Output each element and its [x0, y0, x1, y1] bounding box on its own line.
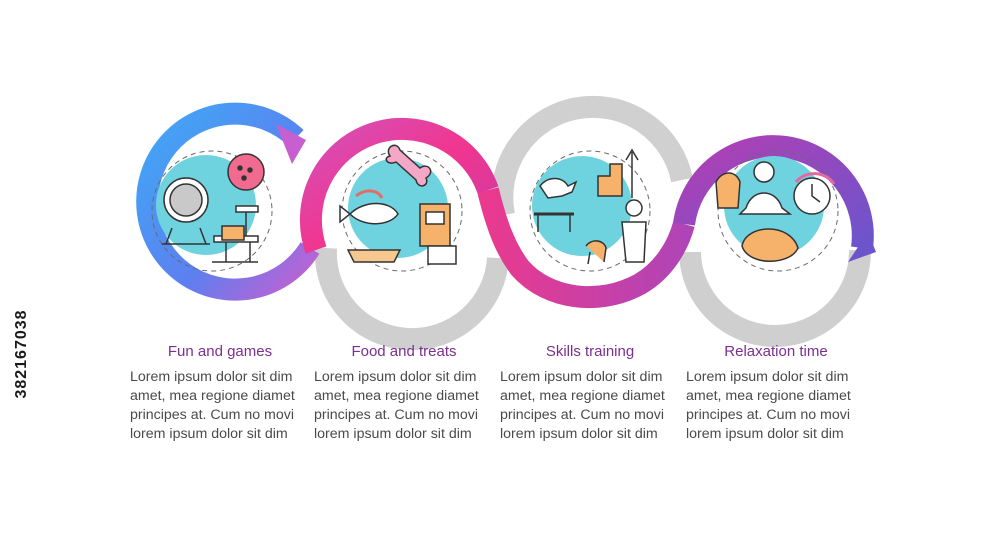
step-1-column: Fun and games Lorem ipsum dolor sit dim …	[130, 343, 310, 444]
step-2-body: Lorem ipsum dolor sit dim amet, mea regi…	[314, 368, 494, 444]
step-1-title: Fun and games	[167, 343, 273, 360]
step-4-dashed-circle	[717, 150, 839, 272]
connector-arc-1-bottom	[314, 247, 509, 351]
bone-fish-pet-food-icon	[339, 144, 457, 265]
connector-arc-3-bottom	[679, 249, 872, 347]
step-4-arrow-head	[848, 232, 876, 262]
body-line: amet, mea regione diamet	[130, 388, 295, 404]
dog-agility-training-icon	[534, 148, 647, 265]
meditation-clock-sleeping-cat-icon	[715, 161, 836, 262]
step-1-arrow-head	[276, 124, 306, 164]
body-line: lorem ipsum dolor sit dim	[500, 426, 658, 442]
body-line: principes at. Cum no movi	[686, 407, 851, 423]
step-1-ring	[136, 102, 320, 301]
step-2-ring	[299, 117, 499, 254]
body-line: principes at. Cum no movi	[314, 407, 479, 423]
step-3-dashed-circle	[529, 150, 651, 272]
body-line: amet, mea regione diamet	[500, 388, 665, 404]
body-line: lorem ipsum dolor sit dim	[686, 426, 844, 442]
hamster-wheel-ball-cat-tree-icon	[162, 153, 265, 263]
body-line: principes at. Cum no movi	[500, 407, 665, 423]
body-line: principes at. Cum no movi	[130, 407, 295, 423]
stock-image-id: 382167038	[13, 309, 30, 399]
body-line: Lorem ipsum dolor sit dim	[130, 369, 293, 385]
step-3-column: Skills training Lorem ipsum dolor sit di…	[500, 343, 680, 444]
step-4-title: Relaxation time	[724, 343, 828, 360]
step-4-column: Relaxation time Lorem ipsum dolor sit di…	[686, 343, 866, 444]
body-line: Lorem ipsum dolor sit dim	[314, 369, 477, 385]
step-3-ring	[491, 95, 693, 218]
step-4-ring	[673, 135, 874, 250]
step-3-title: Skills training	[545, 343, 635, 360]
step-2-title: Food and treats	[351, 343, 457, 360]
step-3-body: Lorem ipsum dolor sit dim amet, mea regi…	[500, 368, 680, 444]
step-4-body: Lorem ipsum dolor sit dim amet, mea regi…	[686, 368, 866, 444]
body-line: amet, mea regione diamet	[686, 388, 851, 404]
step-2-connector	[477, 187, 695, 309]
body-line: Lorem ipsum dolor sit dim	[686, 369, 849, 385]
body-line: lorem ipsum dolor sit dim	[130, 426, 288, 442]
body-line: amet, mea regione diamet	[314, 388, 479, 404]
body-line: Lorem ipsum dolor sit dim	[500, 369, 663, 385]
step-2-column: Food and treats Lorem ipsum dolor sit di…	[314, 343, 494, 444]
step-1-body: Lorem ipsum dolor sit dim amet, mea regi…	[130, 368, 310, 444]
body-line: lorem ipsum dolor sit dim	[314, 426, 472, 442]
step-1-dashed-circle	[151, 150, 273, 272]
